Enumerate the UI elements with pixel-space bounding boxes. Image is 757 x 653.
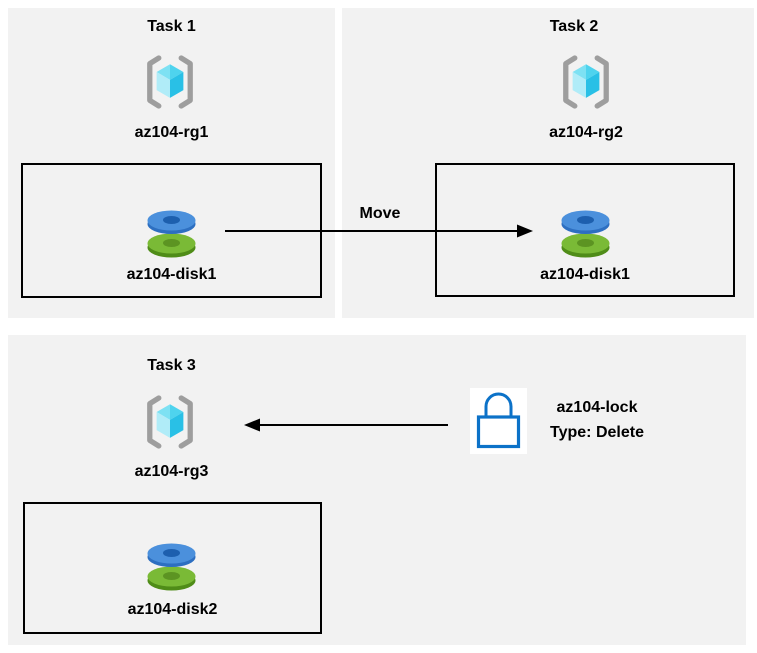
panel-task-3: Task 3 az104-rg3 az104-disk2 az104-lock …	[8, 335, 746, 645]
disk-label: az104-disk2	[127, 601, 218, 618]
resource-group-label: az104-rg2	[549, 124, 623, 141]
resource-group-label: az104-rg1	[134, 124, 209, 141]
lock-type-label: Type: Delete	[550, 424, 644, 441]
disk-icon	[147, 210, 196, 258]
lock-caption: az104-lock Type: Delete	[532, 395, 662, 445]
lock-icon	[476, 392, 521, 449]
disk-label: az104-disk1	[540, 266, 630, 283]
lock-body	[476, 415, 521, 449]
disk-box	[23, 502, 322, 634]
resource-group-icon	[142, 394, 198, 450]
panel-title: Task 3	[147, 357, 196, 374]
lock-shackle	[484, 392, 513, 418]
disk-label: az104-disk1	[126, 266, 217, 283]
panel-title: Task 2	[549, 18, 599, 35]
lock-tile	[470, 388, 527, 454]
move-arrow-label: Move	[359, 205, 401, 222]
lock-name-label: az104-lock	[556, 399, 638, 416]
resource-group-icon	[142, 54, 198, 110]
panel-title: Task 1	[147, 18, 196, 35]
resource-group-icon	[558, 54, 614, 110]
disk-icon	[147, 543, 196, 591]
resource-group-label: az104-rg3	[134, 463, 209, 480]
disk-icon	[561, 210, 610, 258]
panel-task-1: Task 1 az104-rg1 az104-disk1	[8, 8, 335, 318]
panel-task-2: Task 2 az104-rg2 az104-disk1	[342, 8, 754, 318]
